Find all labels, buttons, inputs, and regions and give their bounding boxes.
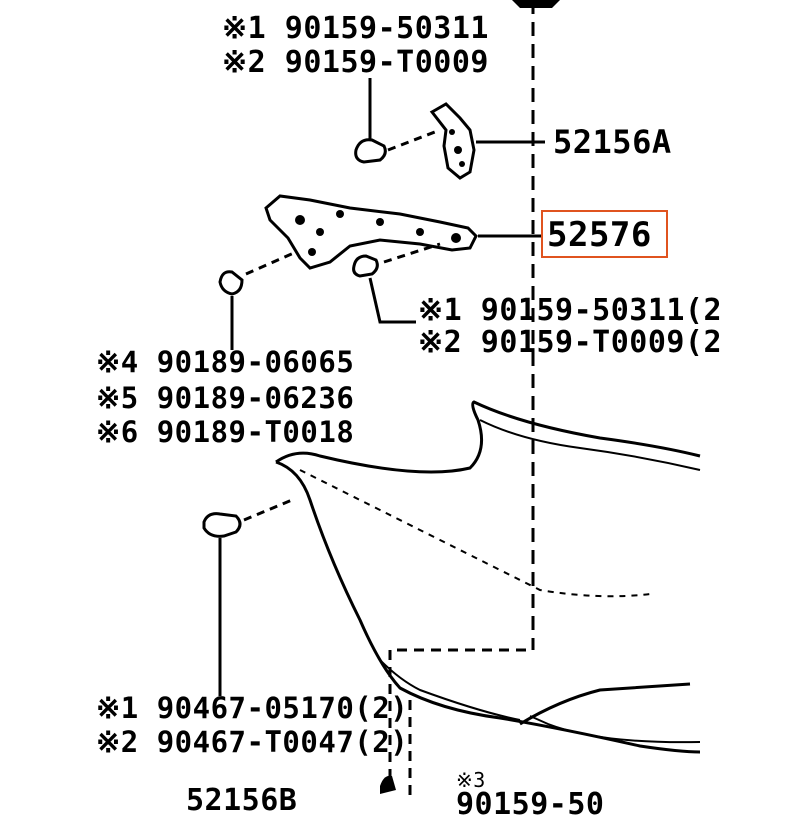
bolt-top-part-1-label: ※1 90159-50311 xyxy=(222,11,489,46)
lower-dashed-guide xyxy=(388,640,535,780)
parts-diagram xyxy=(202,0,701,800)
clip-left-icon xyxy=(218,250,297,350)
clip-part-6-label: ※6 90189-T0018 xyxy=(96,415,355,449)
bolt-top-part-2-label: ※2 90159-T0009 xyxy=(222,45,489,80)
bottom-mark-3-label: ※3 xyxy=(456,768,486,792)
retainer-clip-icon xyxy=(202,498,293,696)
bottom-bolt-icon xyxy=(380,775,396,794)
bolt-mid-part-2-label: ※2 90159-T0009(2 xyxy=(418,325,723,360)
clip-part-5-label: ※5 90189-06236 xyxy=(96,381,355,415)
retainer-part-1-label: ※1 90467-05170(2) xyxy=(96,691,409,725)
bottom-partial-left-label: 52156B xyxy=(186,783,298,818)
bolt-top-icon xyxy=(354,78,441,164)
bottom-partial-right-label: 90159-50 xyxy=(456,787,605,822)
retainer-part-2-label: ※2 90467-T0047(2) xyxy=(96,725,409,759)
bracket-52156A-shape xyxy=(429,102,545,180)
clip-part-4-label: ※4 90189-06065 xyxy=(96,345,355,379)
part-52576-highlight[interactable] xyxy=(541,210,668,258)
part-52156A-label: 52156A xyxy=(553,123,672,161)
bolt-mid-part-1-label: ※1 90159-50311(2 xyxy=(418,293,723,328)
bolt-mid-icon xyxy=(352,242,441,324)
part-52576-label[interactable]: 52576 xyxy=(547,215,652,255)
top-clip-shape xyxy=(512,0,560,8)
bracket-52576-shape xyxy=(264,194,542,270)
bumper-cover-shape xyxy=(275,400,701,754)
